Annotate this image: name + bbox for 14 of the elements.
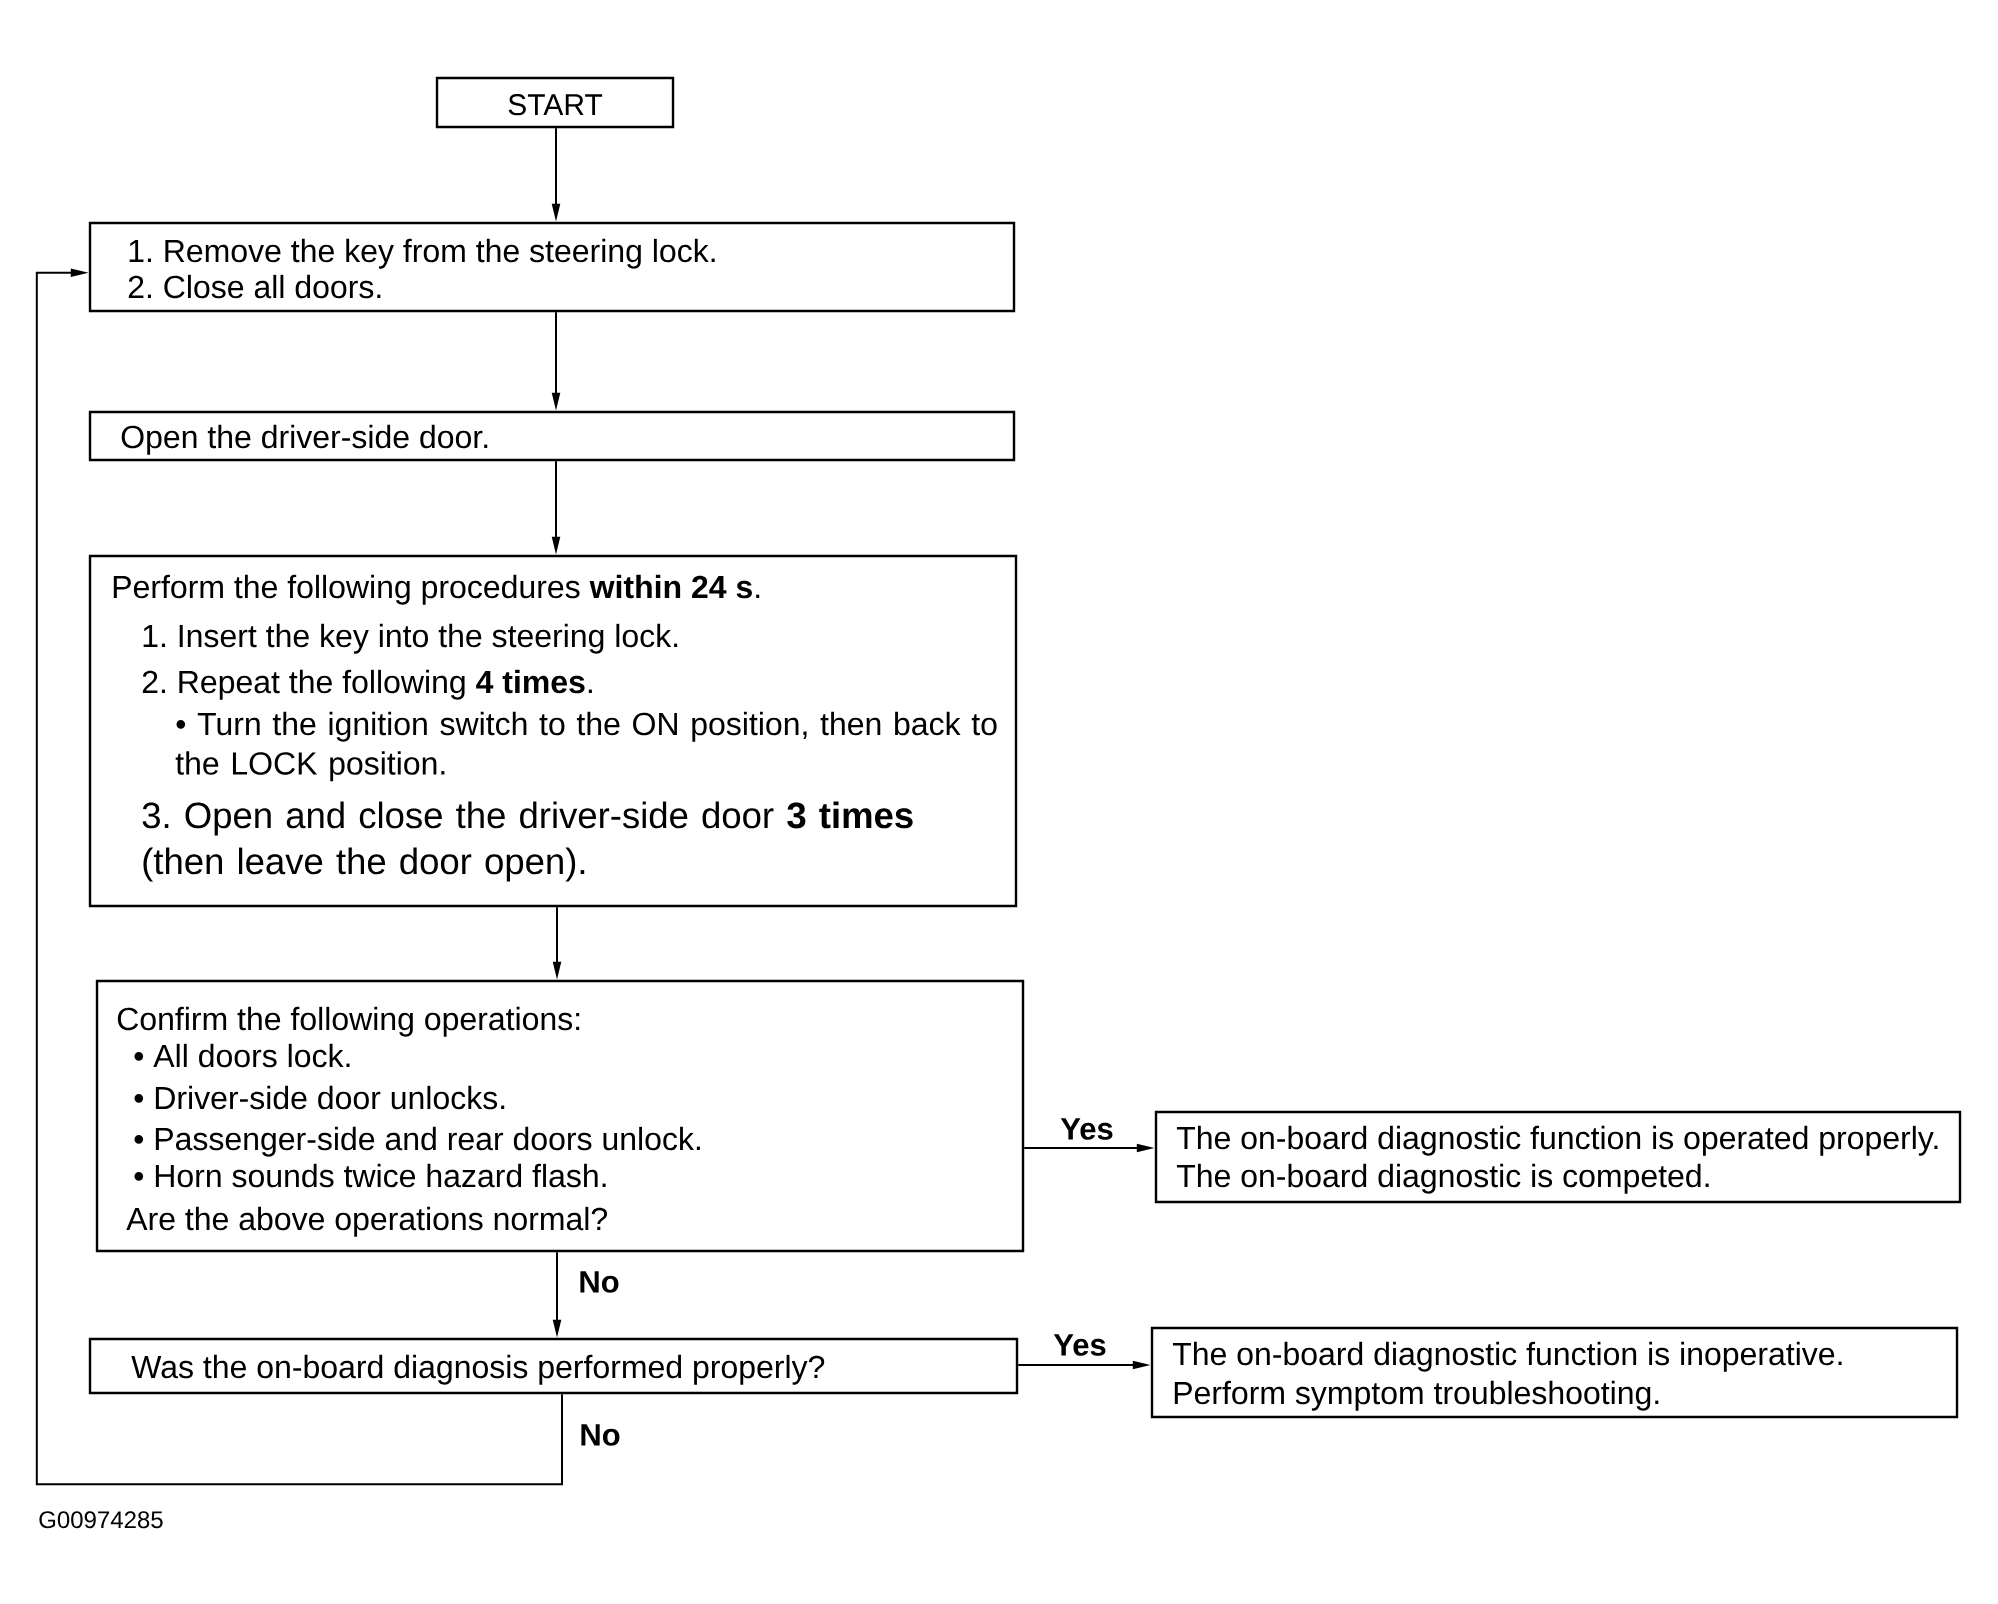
process-box: 1. Remove the key from the steering lock. 2. Close all doors. [88, 221, 1016, 313]
edge-label: Yes [1051, 1332, 1109, 1358]
edge-label: Yes [1058, 1116, 1116, 1142]
edge-label: No [577, 1422, 623, 1448]
question-box: Was the on-board diagnosis performed properly? [88, 1337, 1019, 1395]
edge-label: No [576, 1269, 622, 1295]
start-box: START [435, 76, 675, 129]
process-box: Perform the following procedures within 24 s. 1. Insert the key into the steering lock. 2. Repeat the following 4 times. • Turn the ignition switch to the ON position, then back to the LOCK position. 3. Open and close the driver-side door 3 times (then leave the door open). [88, 554, 1018, 908]
result-box: The on-board diagnostic function is operated properly. The on-board diagnostic is competed. [1154, 1110, 1962, 1204]
result-box: The on-board diagnostic function is inoperative. Perform symptom troubleshooting. [1150, 1326, 1959, 1419]
checklist-box: Confirm the following operations: • All doors lock. • Driver-side door unlocks. • Passenger-side and rear doors unlock. • Horn sounds twice hazard flash. Are the above operations normal? [95, 979, 1025, 1253]
process-box: Open the driver-side door. [88, 410, 1016, 462]
return-arrow [35, 268, 563, 1486]
figure-number: G00974285 [39, 1511, 163, 1529]
